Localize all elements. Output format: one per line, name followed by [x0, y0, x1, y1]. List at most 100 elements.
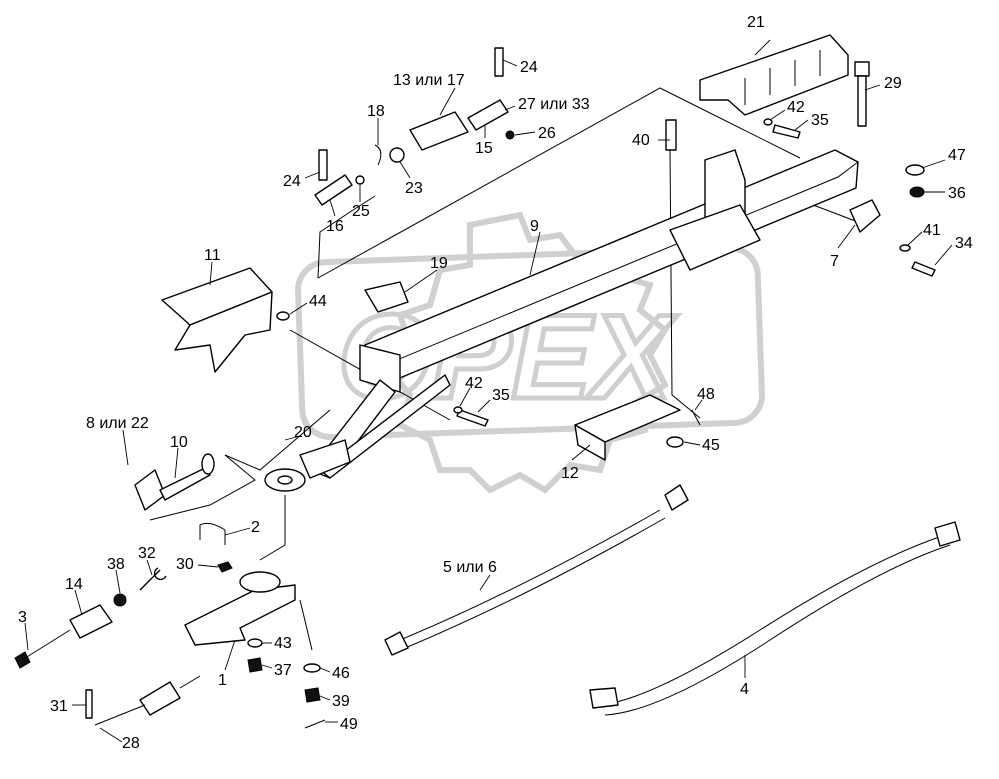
harness-4-plug: [589, 687, 619, 709]
leader-32: [146, 559, 153, 576]
part-43-washer: [247, 638, 263, 648]
label-30: 30: [176, 556, 194, 573]
label-46: 46: [332, 665, 350, 682]
label-42a: 42: [787, 99, 805, 116]
label-8or22: 8 или 22: [86, 415, 149, 432]
guide-frame-left: [317, 195, 376, 279]
leader-34: [934, 244, 953, 266]
label-15: 15: [475, 140, 493, 157]
watermark-frame: [295, 244, 765, 441]
pin-10-end: [201, 453, 215, 475]
leader-9: [529, 231, 541, 276]
part-7-bracket: [849, 199, 881, 233]
leader-21: [754, 39, 771, 56]
label-31: 31: [50, 698, 68, 715]
leader-28: [99, 727, 123, 743]
harness-4-connector: [934, 521, 961, 547]
leader-47: [921, 159, 946, 169]
guide-40: [669, 149, 673, 396]
leader-45: [683, 441, 701, 446]
leader-48: [694, 399, 703, 411]
label-5or6: 5 или 6: [443, 559, 497, 576]
part-3-end: [14, 651, 31, 669]
label-11: 11: [204, 247, 221, 264]
leader-42b: [459, 387, 471, 407]
part-1-hitch: [184, 571, 296, 646]
label-20: 20: [294, 424, 312, 441]
leader-41: [907, 231, 923, 246]
part-13-cylinder: [409, 111, 469, 151]
leader-3: [24, 622, 29, 651]
cable-end-rod-b: [179, 675, 201, 689]
label-3: 3: [18, 609, 27, 626]
step-12-base: [574, 424, 606, 461]
part-32-eye-bolt: [139, 567, 167, 591]
part-35-bolt-lower: [456, 409, 489, 427]
part-15-rod-end: [467, 99, 509, 131]
part-47-washer: [905, 164, 925, 176]
label-27or33: 27 или 33: [518, 96, 590, 113]
label-34: 34: [955, 235, 973, 252]
bolt-29-head: [854, 61, 870, 77]
label-41: 41: [923, 222, 941, 239]
guide-frame-top: [317, 87, 801, 279]
part-26-nut: [505, 130, 515, 140]
leader-13: [439, 87, 456, 116]
label-35a: 35: [811, 112, 829, 129]
part-19-block: [364, 281, 409, 313]
leader-2: [224, 527, 251, 536]
part-29-bolt: [854, 61, 870, 127]
guide-20: [224, 409, 331, 471]
part-36-nut: [909, 186, 925, 198]
label-1: 1: [218, 672, 227, 689]
label-14: 14: [65, 576, 83, 593]
part-23-nut: [389, 147, 405, 163]
label-25: 25: [352, 203, 370, 220]
leader-37: [261, 664, 273, 669]
leader-35a: [794, 119, 809, 131]
part-3-cable: [21, 629, 71, 661]
label-24a: 24: [520, 59, 538, 76]
part-5-cable: [384, 484, 689, 656]
leader-44: [289, 302, 308, 315]
label-26: 26: [538, 125, 556, 142]
leader-16: [329, 199, 336, 217]
leader-26: [514, 131, 536, 136]
leader-29: [864, 84, 881, 91]
part-49-cotter: [304, 719, 326, 729]
label-4: 4: [740, 681, 749, 698]
part-44-washer: [276, 311, 290, 321]
part-28-cable-end: [85, 675, 201, 726]
drawbar-head: [299, 439, 351, 479]
leader-10: [174, 447, 179, 479]
label-44: 44: [309, 293, 327, 310]
part-34-bolt: [911, 261, 936, 277]
pin-10-shaft: [159, 467, 211, 501]
part-45-washer: [666, 436, 684, 448]
leader-35b: [477, 399, 491, 413]
label-49: 49: [340, 716, 358, 733]
label-37: 37: [274, 662, 292, 679]
leader-24a: [502, 59, 518, 67]
frame-beam-edge: [367, 161, 859, 373]
part-9-main-frame: [299, 149, 859, 479]
label-36: 36: [948, 185, 966, 202]
leader-12: [571, 444, 591, 461]
leader-46: [319, 667, 331, 673]
label-18: 18: [367, 103, 385, 120]
coupling-14-body: [69, 604, 113, 639]
leader-1: [224, 639, 236, 671]
label-35b: 35: [492, 387, 510, 404]
label-19: 19: [430, 255, 448, 272]
part-35-bolt-upper: [772, 124, 801, 139]
part-18-spring: [374, 144, 382, 166]
label-43: 43: [274, 635, 292, 652]
part-46-washer: [303, 663, 321, 673]
label-21: 21: [747, 14, 765, 31]
harness-4-line-a: [599, 534, 946, 706]
bolt-29-shank: [857, 75, 867, 127]
cable-5-plug: [384, 631, 409, 656]
part-labels: 21 24 29 13 или 17 27 или 33 42 35 18 26…: [18, 14, 973, 752]
part-4-harness: [589, 521, 961, 716]
